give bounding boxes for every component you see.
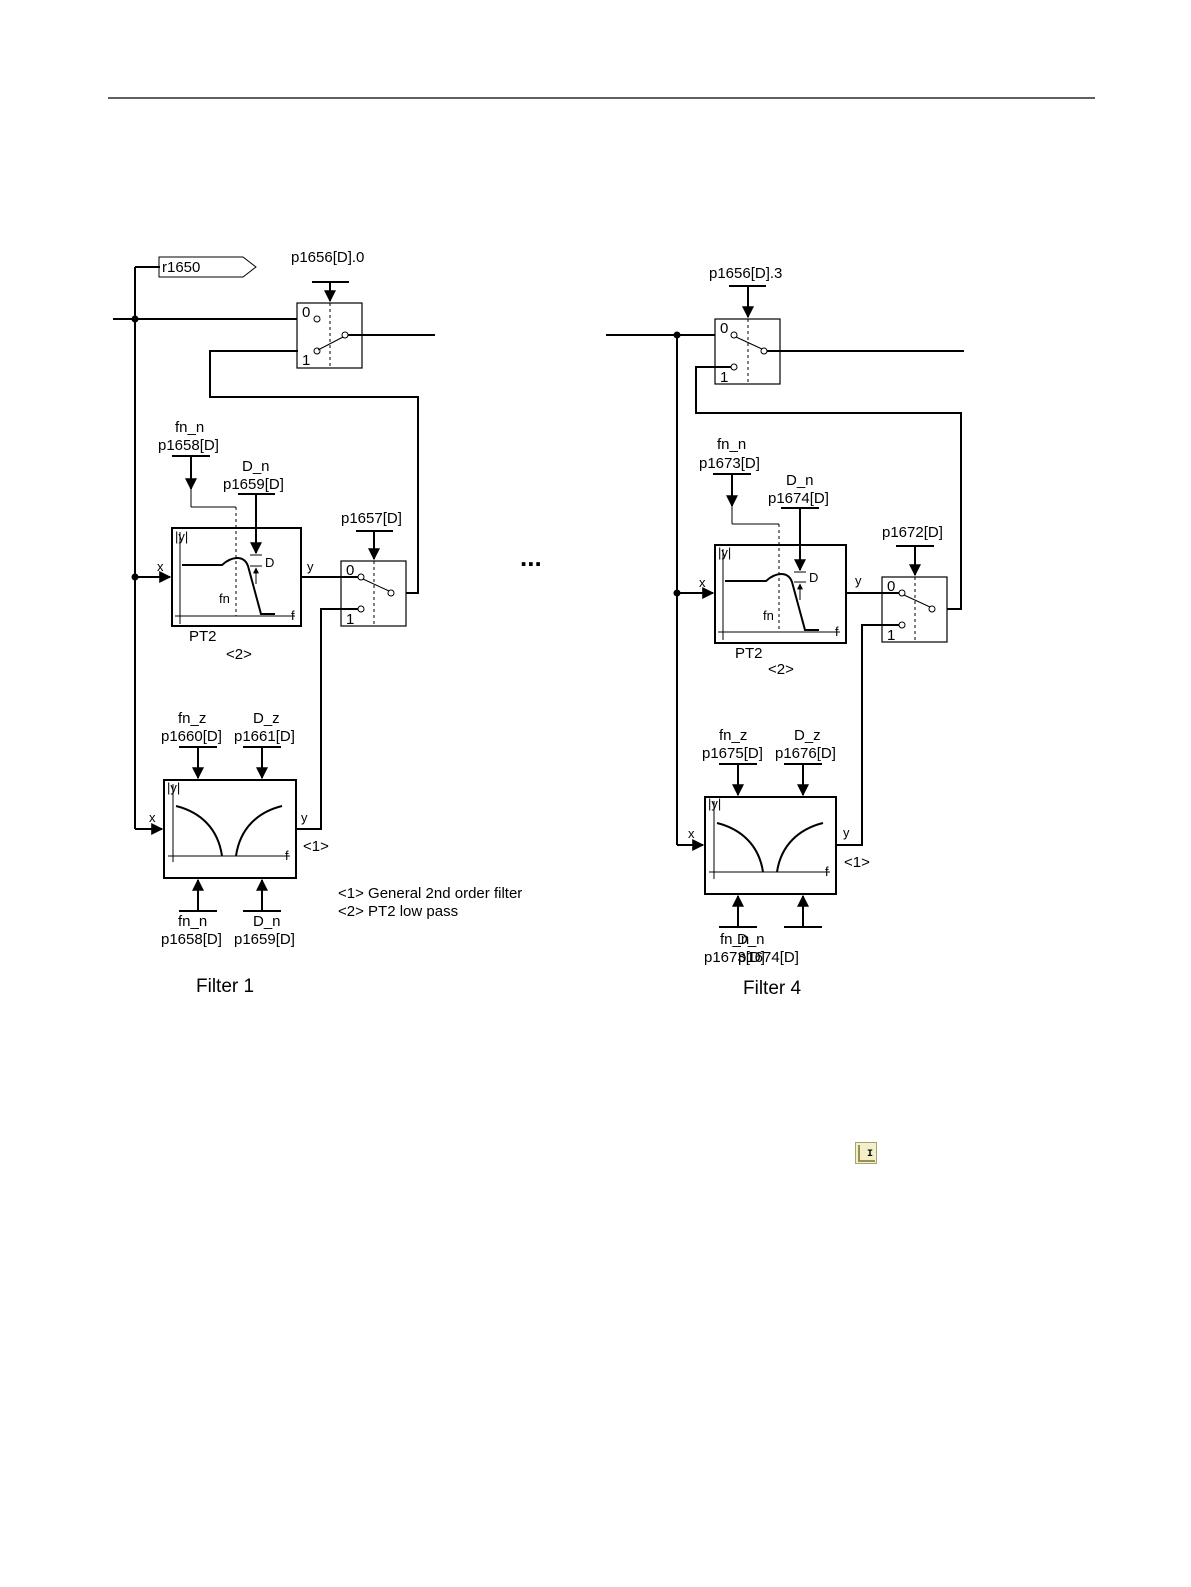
switch-input-1: 1 <box>302 352 310 369</box>
filter1-diagram: r1650 0 1 p1656[D].0 <box>113 249 435 997</box>
axis-f-label: f <box>285 848 289 863</box>
fn-mark: fn <box>219 591 230 606</box>
svg-text:fn_n: fn_n <box>717 436 746 453</box>
axis-f-label: f <box>291 608 295 623</box>
filter1-pt2-block: |y| f fn D PT2 <2> x y <box>157 507 314 663</box>
svg-text:p1659[D]: p1659[D] <box>234 931 295 948</box>
svg-text:p1658[D]: p1658[D] <box>158 437 219 454</box>
filter4-general-params: fn_z p1675[D] D_z p1676[D] fn_n p1673[D]… <box>702 727 836 966</box>
toolbar-icon-glyph: I <box>867 1149 874 1160</box>
svg-text:p1673[D]: p1673[D] <box>704 949 765 966</box>
legend: <1> General 2nd order filter <2> PT2 low… <box>338 885 522 920</box>
svg-text:fn_n: fn_n <box>175 419 204 436</box>
output-label: y <box>855 573 862 588</box>
output-label: y <box>843 825 850 840</box>
svg-text:D_n: D_n <box>242 458 270 475</box>
fn-mark: fn <box>763 608 774 623</box>
svg-text:p1674[D]: p1674[D] <box>768 490 829 507</box>
axis-f-label: f <box>835 624 839 639</box>
input-label: x <box>688 826 695 841</box>
output-label: y <box>301 810 308 825</box>
filter4-type-switch: 0 1 p1672[D] <box>846 524 948 644</box>
svg-text:D_z: D_z <box>794 727 821 744</box>
switch-input-1: 1 <box>346 611 354 628</box>
axis-y-label: |y| <box>718 545 731 560</box>
switch-param: p1657[D] <box>341 510 402 527</box>
svg-text:p1676[D]: p1676[D] <box>775 745 836 762</box>
filter4-caption: Filter 4 <box>743 978 802 999</box>
legend-line-2: <2> PT2 low pass <box>338 903 458 920</box>
axis-f-label: f <box>825 864 829 879</box>
filter-toolbar-icon[interactable]: I <box>855 1142 877 1164</box>
svg-text:D_n: D_n <box>786 472 814 489</box>
filter1-select-switch: 0 1 p1656[D].0 <box>291 249 435 369</box>
filter1-general-block: |y| f x y <1> <box>149 779 329 879</box>
filter4-select-switch: 0 1 p1656[D].3 <box>709 265 964 386</box>
input-label: x <box>157 559 164 574</box>
switch-input-0: 0 <box>302 304 310 321</box>
signal-name: r1650 <box>162 259 200 276</box>
block-ref: <2> <box>226 646 252 663</box>
switch-input-0: 0 <box>346 562 354 579</box>
ellipsis: ... <box>520 542 542 572</box>
svg-text:D_n: D_n <box>253 913 281 930</box>
switch-input-0: 0 <box>720 320 728 337</box>
switch-param: p1656[D].0 <box>291 249 364 266</box>
svg-text:fn_n: fn_n <box>720 931 749 948</box>
block-ref: <2> <box>768 661 794 678</box>
switch-param: p1656[D].3 <box>709 265 782 282</box>
d-mark: D <box>809 570 818 585</box>
input-label: x <box>699 575 706 590</box>
svg-text:p1659[D]: p1659[D] <box>223 476 284 493</box>
filter1-caption: Filter 1 <box>196 976 254 997</box>
filter1-pt2-params: fn_n p1658[D] D_n p1659[D] <box>158 419 284 555</box>
d-mark: D <box>265 555 274 570</box>
block-ref: <1> <box>844 854 870 871</box>
switch-input-1: 1 <box>887 627 895 644</box>
switch-param: p1672[D] <box>882 524 943 541</box>
filter1-general-params: fn_z p1660[D] D_z p1661[D] fn_n p1658[D]… <box>161 710 295 948</box>
svg-text:p1674[D]: p1674[D] <box>738 949 799 966</box>
filter4-pt2-params: fn_n p1673[D] D_n p1674[D] <box>699 436 829 572</box>
svg-text:p1673[D]: p1673[D] <box>699 455 760 472</box>
svg-text:p1675[D]: p1675[D] <box>702 745 763 762</box>
block-ref: <1> <box>303 838 329 855</box>
filter4-general-block: |y| f x y <1> <box>688 796 870 895</box>
axis-y-label: |y| <box>167 780 180 795</box>
svg-text:fn_n: fn_n <box>178 913 207 930</box>
svg-text:p1658[D]: p1658[D] <box>161 931 222 948</box>
output-label: y <box>307 559 314 574</box>
svg-text:p1660[D]: p1660[D] <box>161 728 222 745</box>
filter1-type-switch: 0 1 p1657[D] <box>301 510 407 628</box>
axis-y-label: |y| <box>175 529 188 544</box>
axis-y-label: |y| <box>708 796 721 811</box>
block-name: PT2 <box>189 628 217 645</box>
svg-text:D_z: D_z <box>253 710 280 727</box>
switch-input-1: 1 <box>720 369 728 386</box>
input-label: x <box>149 810 156 825</box>
legend-line-1: <1> General 2nd order filter <box>338 885 522 902</box>
filter4-pt2-block: |y| f fn D PT2 <2> x y <box>699 524 862 678</box>
svg-text:D_n: D_n <box>737 931 765 948</box>
svg-text:fn_z: fn_z <box>719 727 747 744</box>
block-name: PT2 <box>735 645 763 662</box>
filter4-diagram: 0 1 p1656[D].3 |y| f fn D PT2 <box>606 265 964 999</box>
signal-connector-r1650: r1650 <box>158 256 257 278</box>
svg-text:p1661[D]: p1661[D] <box>234 728 295 745</box>
switch-input-0: 0 <box>887 578 895 595</box>
svg-text:fn_z: fn_z <box>178 710 206 727</box>
